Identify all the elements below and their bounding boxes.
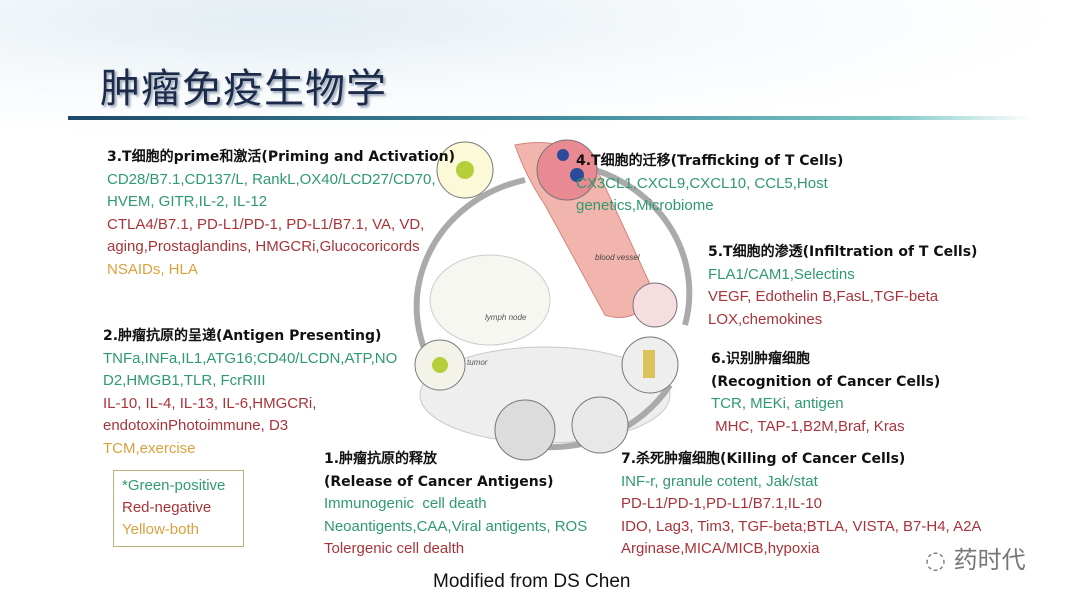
block-line: FLA1/CAM1,Selectins <box>708 265 855 283</box>
block-line: D2,HMGB1,TLR, FcrRIII <box>103 372 266 389</box>
tumor-label: tumor <box>467 358 488 367</box>
block-heading-en: (Recognition of Cancer Cells) <box>711 373 941 390</box>
watermark-text: 药时代 <box>953 546 1026 574</box>
block-heading: 7.杀死肿瘤细胞(Killing of Cancer Cells) <box>621 451 906 467</box>
infiltration-icon <box>632 282 678 328</box>
block-heading-en: (Release of Cancer Antigens) <box>324 473 554 490</box>
block-priming-activation: 3.T细胞的prime和激活(Priming and Activation) C… <box>107 146 455 281</box>
cancer-immunity-cycle-diagram: tumor blood vessel lymph node <box>413 139 693 461</box>
wechat-icon: ◌ <box>925 546 954 574</box>
block-line: aging,Prostaglandins, HMGCRi,Glucocorico… <box>107 238 420 255</box>
block-line: genetics,Microbiome <box>576 197 714 214</box>
page-title: 肿瘤免疫生物学 <box>100 66 387 112</box>
blood-vessel-label: blood vessel <box>595 253 640 262</box>
block-recognition: 6.识别肿瘤细胞 (Recognition of Cancer Cells) T… <box>711 348 940 438</box>
block-line: IL-10, IL-4, IL-13, IL-6,HMGCRi, <box>103 394 317 412</box>
block-antigen-presenting: 2.肿瘤抗原的呈递(Antigen Presenting) TNFa,INFa,… <box>103 325 397 460</box>
cell-icons <box>414 139 679 461</box>
title-divider <box>68 116 1033 120</box>
block-line: TCM,exercise <box>103 439 196 457</box>
legend-positive: *Green-positive <box>122 477 226 494</box>
block-line: CD28/B7.1,CD137/L, RankL,OX40/LCD27/CD70… <box>107 170 436 188</box>
block-antigen-release: 1.肿瘤抗原的释放 (Release of Cancer Antigens) I… <box>324 448 587 561</box>
block-line: NSAIDs, HLA <box>107 260 198 278</box>
block-line: endotoxinPhotoimmune, D3 <box>103 417 289 434</box>
block-line: MHC, TAP-1,B2M,Braf, Kras <box>711 417 905 435</box>
antigen-release-icon <box>494 399 556 461</box>
block-line: Tolergenic cell dealth <box>324 540 465 557</box>
block-line: INF-r, granule cotent, Jak/stat <box>621 472 818 490</box>
block-trafficking: 4.T细胞的迁移(Trafficking of T Cells) CX3CL1,… <box>576 150 843 218</box>
legend-both: Yellow-both <box>122 521 199 538</box>
legend-negative: Red-negative <box>122 499 212 516</box>
block-killing: 7.杀死肿瘤细胞(Killing of Cancer Cells) INF-r,… <box>621 448 981 561</box>
color-legend: *Green-positive Red-negative Yellow-both <box>113 470 244 547</box>
block-heading: 5.T细胞的渗透(Infiltration of T Cells) <box>708 244 978 260</box>
block-heading: 3.T细胞的prime和激活(Priming and Activation) <box>107 149 456 165</box>
block-line: LOX,chemokines <box>708 310 823 328</box>
block-heading: 2.肿瘤抗原的呈递(Antigen Presenting) <box>103 328 382 344</box>
block-line: TCR, MEKi, antigen <box>711 395 844 412</box>
lymph-node: lymph node <box>429 254 551 346</box>
block-line: TNFa,INFa,IL1,ATG16;CD40/LCDN,ATP,NO <box>103 349 398 367</box>
source-credit: Modified from DS Chen <box>433 571 631 592</box>
lymph-node-label: lymph node <box>485 313 527 322</box>
block-heading: 6.识别肿瘤细胞 <box>711 351 811 367</box>
block-line: Arginase,MICA/MICB,hypoxia <box>621 540 820 557</box>
block-line: CTLA4/B7.1, PD-L1/PD-1, PD-L1/B7.1, VA, … <box>107 215 425 233</box>
block-line: HVEM, GITR,IL-2, IL-12 <box>107 193 268 210</box>
block-line: IDO, Lag3, Tim3, TGF-beta;BTLA, VISTA, B… <box>621 517 982 535</box>
killing-icon <box>571 396 629 454</box>
block-line: Immunogenic cell death <box>324 495 487 512</box>
block-line: Neoantigents,CAA,Viral antigents, ROS <box>324 517 588 535</box>
watermark: ◌ 药时代 <box>925 540 1026 575</box>
block-heading: 1.肿瘤抗原的释放 <box>324 451 438 467</box>
block-line: CX3CL1,CXCL9,CXCL10, CCL5,Host <box>576 174 828 192</box>
block-heading: 4.T细胞的迁移(Trafficking of T Cells) <box>576 153 844 169</box>
block-infiltration: 5.T细胞的渗透(Infiltration of T Cells) FLA1/C… <box>708 241 977 331</box>
block-line: VEGF, Edothelin B,FasL,TGF-beta <box>708 288 939 305</box>
block-line: PD-L1/PD-1,PD-L1/B7.1,IL-10 <box>621 495 822 512</box>
vessel-tcell-icon <box>536 139 598 201</box>
